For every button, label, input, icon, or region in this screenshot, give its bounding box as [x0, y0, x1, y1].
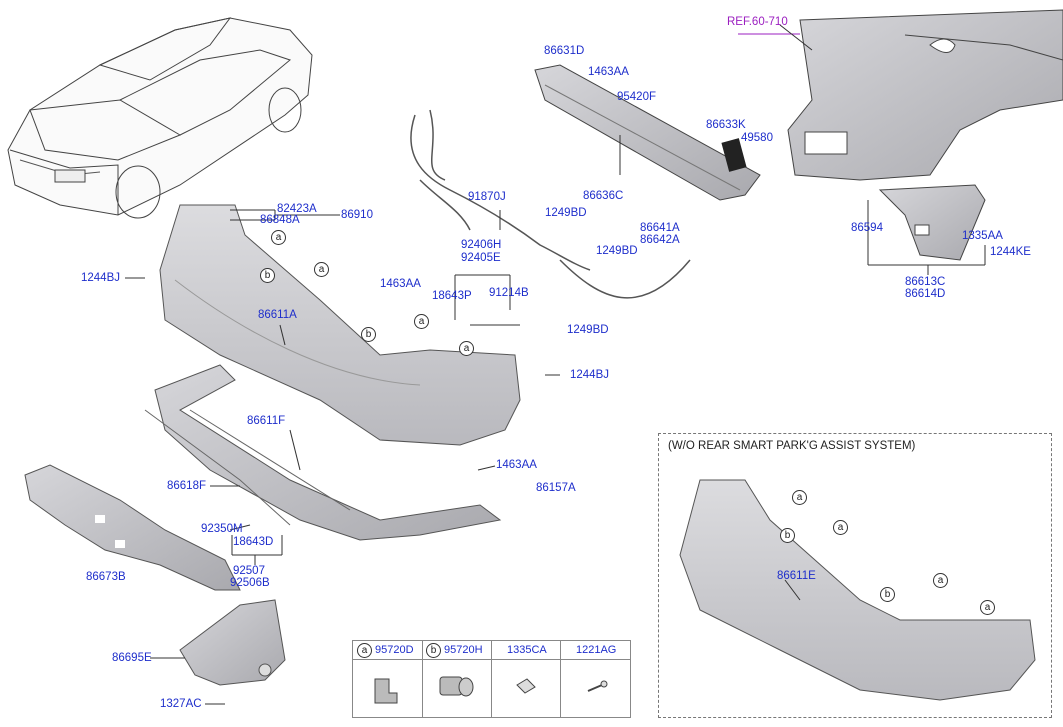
part-1244BJ-right[interactable]: 1244BJ: [570, 369, 610, 381]
alt-bumper-cover: [679, 479, 1036, 701]
bumper-beam: [534, 64, 761, 201]
part-86618F[interactable]: 86618F: [167, 480, 207, 492]
legend-cell: 1335CA: [491, 641, 561, 717]
part-18643P[interactable]: 18643P: [432, 290, 472, 302]
part-92405E[interactable]: 92405E: [461, 252, 501, 264]
part-86673B[interactable]: 86673B: [86, 571, 126, 583]
callout-a: a: [980, 600, 995, 615]
legend-code[interactable]: 95720D: [375, 644, 414, 656]
part-86642A[interactable]: 86642A: [640, 234, 680, 246]
part-91870J[interactable]: 91870J: [468, 191, 506, 203]
part-86631D[interactable]: 86631D: [544, 45, 585, 57]
part-1249BD-c[interactable]: 1249BD: [567, 324, 609, 336]
lower-grille: [144, 364, 502, 541]
quarter-panel: [738, 9, 1063, 181]
part-86611F[interactable]: 86611F: [247, 415, 286, 427]
callout-b: b: [361, 327, 376, 342]
part-49580[interactable]: 49580: [741, 132, 773, 144]
callout-a: a: [459, 341, 474, 356]
screw-icon: [587, 680, 608, 692]
part-1244BJ-left[interactable]: 1244BJ: [81, 272, 121, 284]
part-86695E[interactable]: 86695E: [112, 652, 152, 664]
callout-b: b: [780, 528, 795, 543]
callout-a: a: [271, 230, 286, 245]
part-1249BD-a[interactable]: 1249BD: [545, 207, 587, 219]
alt-variant-frame: [658, 433, 1052, 718]
ref-label[interactable]: REF.60-710: [727, 16, 788, 28]
license-plate-garnish: [24, 464, 241, 591]
legend-letter: a: [357, 643, 372, 658]
part-1463AA-low[interactable]: 1463AA: [496, 459, 537, 471]
callout-a: a: [792, 490, 807, 505]
part-1463AA-mid[interactable]: 1463AA: [380, 278, 421, 290]
part-1244KE[interactable]: 1244KE: [990, 246, 1031, 258]
wiring-harness: [410, 109, 691, 299]
part-86633K[interactable]: 86633K: [706, 119, 746, 131]
under-cover: [179, 599, 286, 686]
part-1249BD-b[interactable]: 1249BD: [596, 245, 638, 257]
legend-code[interactable]: 1335CA: [507, 644, 547, 656]
part-86611A[interactable]: 86611A: [258, 309, 297, 321]
legend-table: a 95720D b 95720H 1335CA 1221AG: [352, 640, 631, 718]
legend-cell: a 95720D: [353, 641, 423, 717]
part-82423A[interactable]: 82423A: [277, 203, 317, 215]
part-1335AA[interactable]: 1335AA: [962, 230, 1003, 242]
car-illustration: [7, 17, 313, 219]
legend-code[interactable]: 1221AG: [576, 644, 617, 656]
callout-b: b: [260, 268, 275, 283]
part-18643D[interactable]: 18643D: [233, 536, 274, 548]
part-92350M[interactable]: 92350M: [201, 523, 243, 535]
alt-variant-title: (W/O REAR SMART PARK'G ASSIST SYSTEM): [668, 440, 916, 452]
callout-a: a: [414, 314, 429, 329]
side-bracket: [867, 184, 986, 275]
part-86848A[interactable]: 86848A: [260, 214, 300, 226]
legend-cell: b 95720H: [422, 641, 492, 717]
part-86636C[interactable]: 86636C: [583, 190, 624, 202]
part-1327AC[interactable]: 1327AC: [160, 698, 202, 710]
part-95420F[interactable]: 95420F: [617, 91, 657, 103]
part-86613C[interactable]: 86613C: [905, 276, 946, 288]
legend-letter: b: [426, 643, 441, 658]
part-86594[interactable]: 86594: [851, 222, 883, 234]
part-92507[interactable]: 92507: [233, 565, 265, 577]
sensor-holder-icon: [374, 678, 398, 704]
part-1463AA-top[interactable]: 1463AA: [588, 66, 629, 78]
parking-sensor-icon: [439, 676, 474, 697]
legend-cell: 1221AG: [560, 641, 629, 717]
callout-a: a: [833, 520, 848, 535]
part-86910[interactable]: 86910: [341, 209, 373, 221]
part-86157A[interactable]: 86157A: [536, 482, 576, 494]
part-91214B[interactable]: 91214B: [489, 287, 529, 299]
part-86641A[interactable]: 86641A: [640, 222, 680, 234]
part-86614D[interactable]: 86614D: [905, 288, 946, 300]
callout-a: a: [314, 262, 329, 277]
legend-code[interactable]: 95720H: [444, 644, 483, 656]
part-92506B[interactable]: 92506B: [230, 577, 270, 589]
leader-lines: [125, 135, 801, 705]
callout-b: b: [880, 587, 895, 602]
part-86611E[interactable]: 86611E: [777, 570, 816, 582]
callout-a: a: [933, 573, 948, 588]
part-92406H[interactable]: 92406H: [461, 239, 502, 251]
clip-icon: [516, 678, 536, 694]
